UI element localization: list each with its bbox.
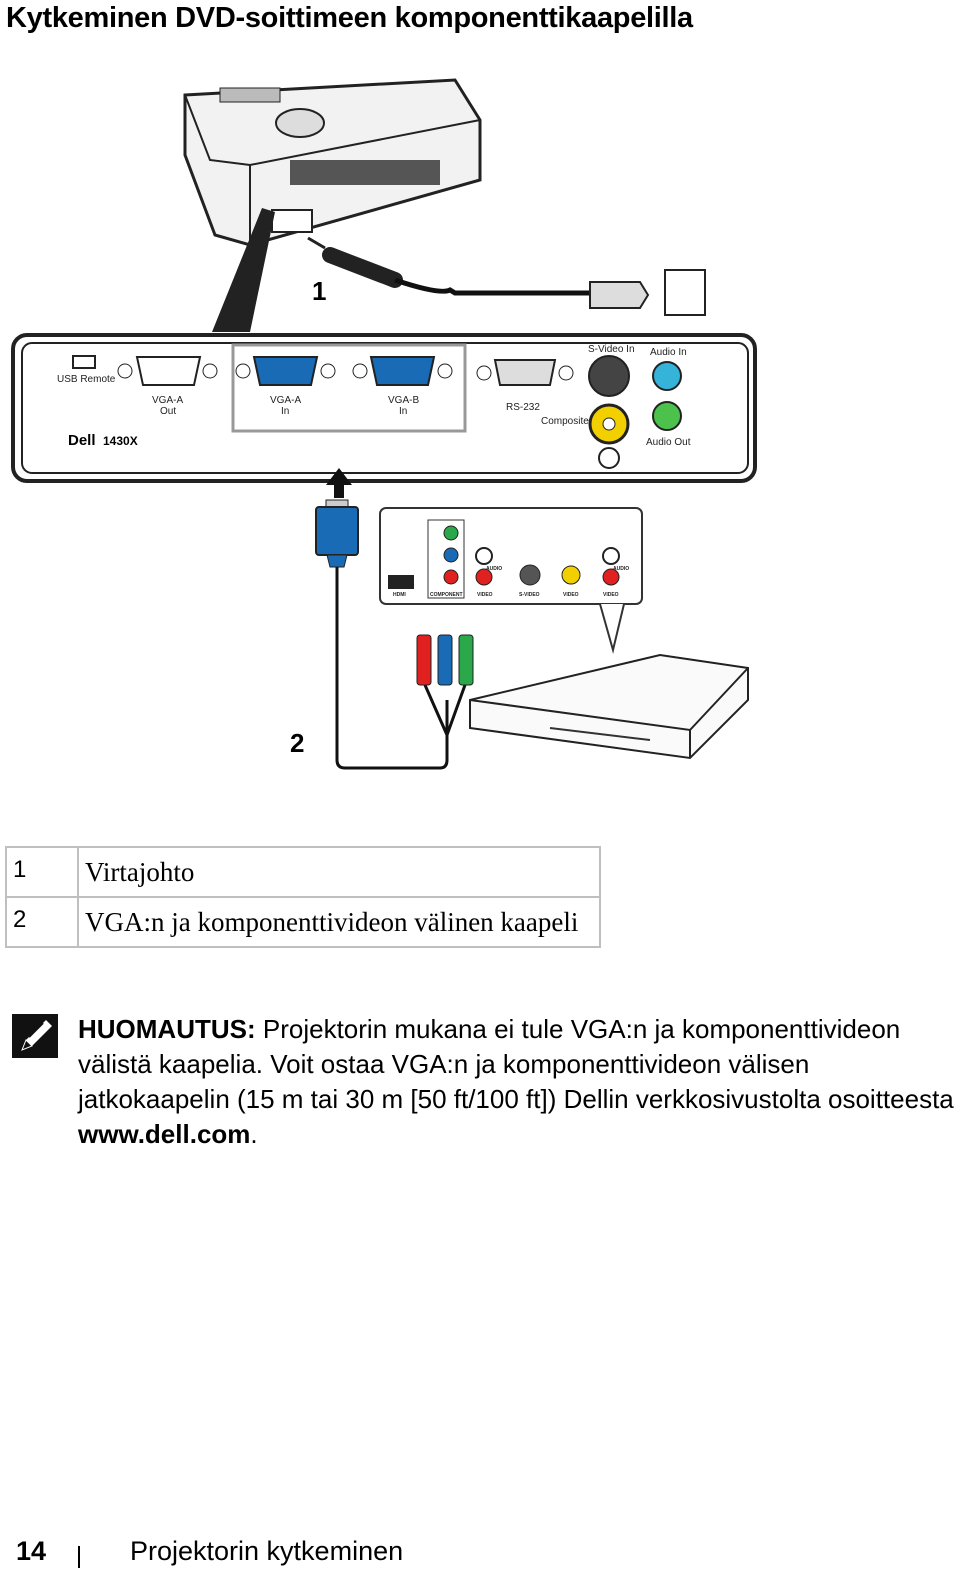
svg-text:COMPONENT: COMPONENT [430, 592, 463, 598]
svg-text:AUDIO: AUDIO [613, 566, 629, 572]
svg-text:Audio In: Audio In [650, 347, 687, 358]
audio-in-port [652, 361, 682, 391]
callout-2: 2 [290, 728, 304, 758]
legend-number: 2 [5, 896, 79, 948]
vga-a-in-port [235, 356, 336, 386]
legend-table: 1 Virtajohto 2 VGA:n ja komponenttivideo… [5, 846, 601, 948]
svg-text:AUDIO: AUDIO [486, 566, 502, 572]
svg-text:VIDEO: VIDEO [477, 592, 493, 598]
svideo-port [588, 355, 630, 397]
legend-number: 1 [5, 846, 79, 898]
note-label: HUOMAUTUS: [78, 1014, 256, 1044]
svg-text:Composite: Composite [541, 416, 589, 427]
dell-website-link[interactable]: www.dell.com [78, 1119, 251, 1149]
callout-1: 1 [312, 276, 326, 306]
power-cord [307, 236, 706, 316]
pencil-note-icon [12, 1014, 58, 1058]
vga-a-out-port [117, 356, 218, 386]
svg-text:USB Remote: USB Remote [57, 374, 116, 385]
svg-text:VGA-A: VGA-A [152, 395, 183, 406]
svg-text:VIDEO: VIDEO [563, 592, 579, 598]
svg-text:In: In [399, 406, 407, 417]
legend-description: Virtajohto [77, 846, 601, 898]
page-footer: 14 Projektorin kytkeminen [0, 1528, 960, 1578]
vga-b-in-port [352, 356, 453, 386]
svg-text:1430X: 1430X [103, 434, 138, 448]
svg-text:S-Video In: S-Video In [588, 344, 635, 355]
note-end: . [250, 1119, 258, 1149]
legend-description: VGA:n ja komponenttivideon välinen kaape… [77, 896, 601, 948]
rs232-port [476, 359, 574, 386]
svg-text:S-VIDEO: S-VIDEO [519, 592, 540, 598]
svg-text:VGA-B: VGA-B [388, 395, 419, 406]
vga-cable [315, 468, 474, 770]
dvd-player-illustration [469, 653, 749, 760]
note-text: HUOMAUTUS: Projektorin mukana ei tule VG… [78, 1012, 960, 1152]
page-number: 14 [16, 1536, 47, 1566]
note-body: Projektorin mukana ei tule VGA:n ja komp… [78, 1014, 954, 1114]
svg-text:Dell: Dell [68, 432, 96, 449]
svg-text:HDMI: HDMI [393, 592, 406, 598]
svg-text:VGA-A: VGA-A [270, 395, 301, 406]
connection-diagram: 1 USB Remote VGA-A Out VGA-A In VGA-B In… [0, 60, 960, 840]
footer-divider [78, 1546, 80, 1568]
connector-panel [11, 333, 757, 483]
audio-out-port [652, 401, 682, 431]
svg-text:VIDEO: VIDEO [603, 592, 619, 598]
svg-text:RS-232: RS-232 [506, 402, 540, 413]
dvd-connector-panel [379, 507, 643, 654]
svg-text:In: In [281, 406, 289, 417]
projector-illustration [183, 78, 482, 332]
table-row: 2 VGA:n ja komponenttivideon välinen kaa… [5, 896, 601, 948]
svg-text:Audio Out: Audio Out [646, 437, 691, 448]
page-title: Kytkeminen DVD-soittimeen komponenttikaa… [6, 2, 693, 34]
table-row: 1 Virtajohto [5, 846, 601, 898]
svg-text:Out: Out [160, 406, 176, 417]
section-title: Projektorin kytkeminen [130, 1536, 404, 1566]
